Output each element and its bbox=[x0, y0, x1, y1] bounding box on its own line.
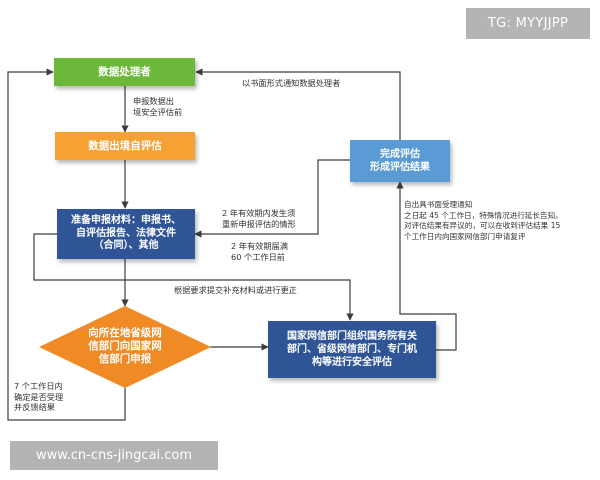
arrow-complete-to-prepare bbox=[194, 159, 350, 238]
label-expiry-60: 2 年有效期届满 60 个工作日前 bbox=[231, 241, 288, 262]
watermark-bottom: www.cn-cns-jingcai.com bbox=[10, 441, 218, 470]
watermark-top: TG: MYYJJPP bbox=[466, 8, 590, 39]
node-prepare-materials: 准备申报材料：申报书、 自评估报告、法律文件 （合同）、其他 bbox=[57, 209, 195, 259]
label-reapply-within-2y: 2 年有效期内发生须 重新申报评估的情形 bbox=[222, 208, 296, 229]
node-prepare-materials-label: 准备申报材料：申报书、 自评估报告、法律文件 （合同）、其他 bbox=[71, 215, 181, 252]
node-apply-diamond bbox=[39, 306, 211, 388]
label-declare-before: 申报数据出 境安全评估前 bbox=[133, 96, 183, 117]
label-accept-7days: 7 个工作日内 确定是否受理 并反馈结果 bbox=[14, 381, 64, 412]
node-data-handler-label: 数据处理者 bbox=[98, 65, 151, 78]
node-self-assessment-label: 数据出境自评估 bbox=[88, 139, 162, 152]
node-apply-diamond-label: 向所在地省级网 信部门向国家网 信部门申报 bbox=[88, 327, 162, 365]
arrow-complete-to-handler bbox=[195, 68, 401, 140]
node-complete-assessment-label: 完成评估 形成评估结果 bbox=[370, 149, 430, 173]
arrow-national-to-complete bbox=[396, 181, 457, 351]
arrow-diamond-back-to-handler bbox=[7, 68, 126, 421]
arrow-supplement-to-national bbox=[33, 233, 354, 321]
label-supplement: 根据要求提交补充材料或进行更正 bbox=[174, 285, 297, 295]
node-national-assessment: 国家网信部门组织国务院有关 部门、省级网信部门、专门机 构等进行安全评估 bbox=[268, 321, 436, 378]
node-national-assessment-label: 国家网信部门组织国务院有关 部门、省级网信部门、专门机 构等进行安全评估 bbox=[287, 331, 417, 368]
node-data-handler: 数据处理者 bbox=[54, 58, 195, 86]
node-self-assessment: 数据出境自评估 bbox=[55, 132, 195, 160]
node-complete-assessment: 完成评估 形成评估结果 bbox=[350, 140, 450, 182]
label-notify-written: 以书面形式通知数据处理者 bbox=[242, 78, 341, 88]
label-issue-notice: 自出具书面受理通知 之日起 45 个工作日，特殊情况进行延长告知。 对评估结果有… bbox=[404, 200, 563, 241]
